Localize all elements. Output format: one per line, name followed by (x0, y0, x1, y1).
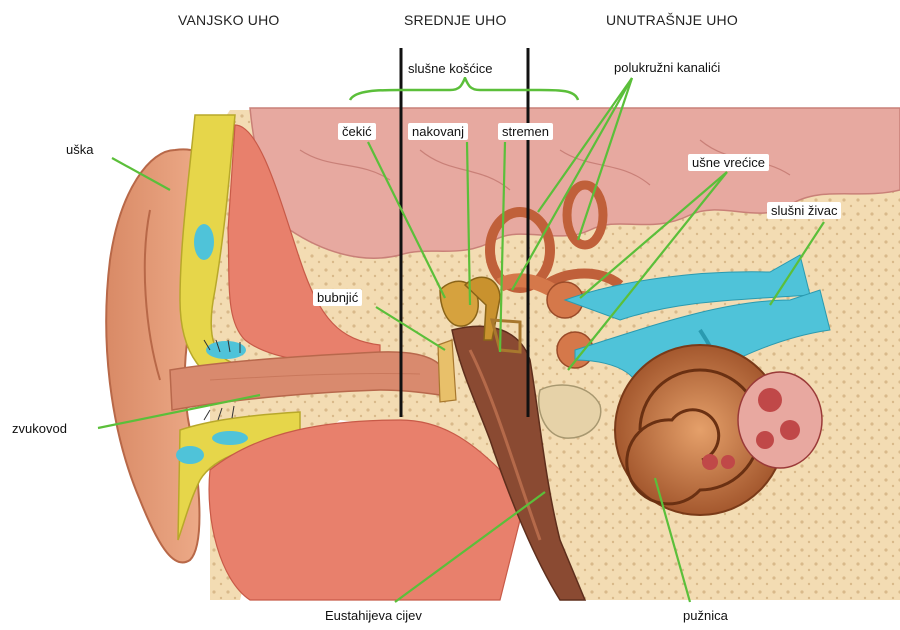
label-auditory-nerve: slušni živac (767, 202, 841, 219)
header-middle-ear: SREDNJE UHO (404, 12, 507, 28)
label-semicircular-canals: polukružni kanalići (610, 59, 724, 76)
label-cochlea: pužnica (683, 608, 728, 623)
label-stirrup: stremen (498, 123, 553, 140)
header-inner-ear: UNUTRAŠNJE UHO (606, 12, 738, 28)
header-outer-ear: VANJSKO UHO (178, 12, 280, 28)
label-ossicles: slušne košćice (404, 60, 497, 77)
label-eustachian-tube: Eustahijeva cijev (325, 608, 422, 623)
label-ear-canal: zvukovod (12, 421, 67, 436)
ossicles-brace (350, 78, 578, 100)
label-pinna: uška (66, 142, 93, 157)
label-hammer: čekić (338, 123, 376, 140)
tissue-lower (209, 420, 520, 600)
label-ear-sacs: ušne vrećice (688, 154, 769, 171)
label-anvil: nakovanj (408, 123, 468, 140)
label-eardrum: bubnjić (313, 289, 362, 306)
